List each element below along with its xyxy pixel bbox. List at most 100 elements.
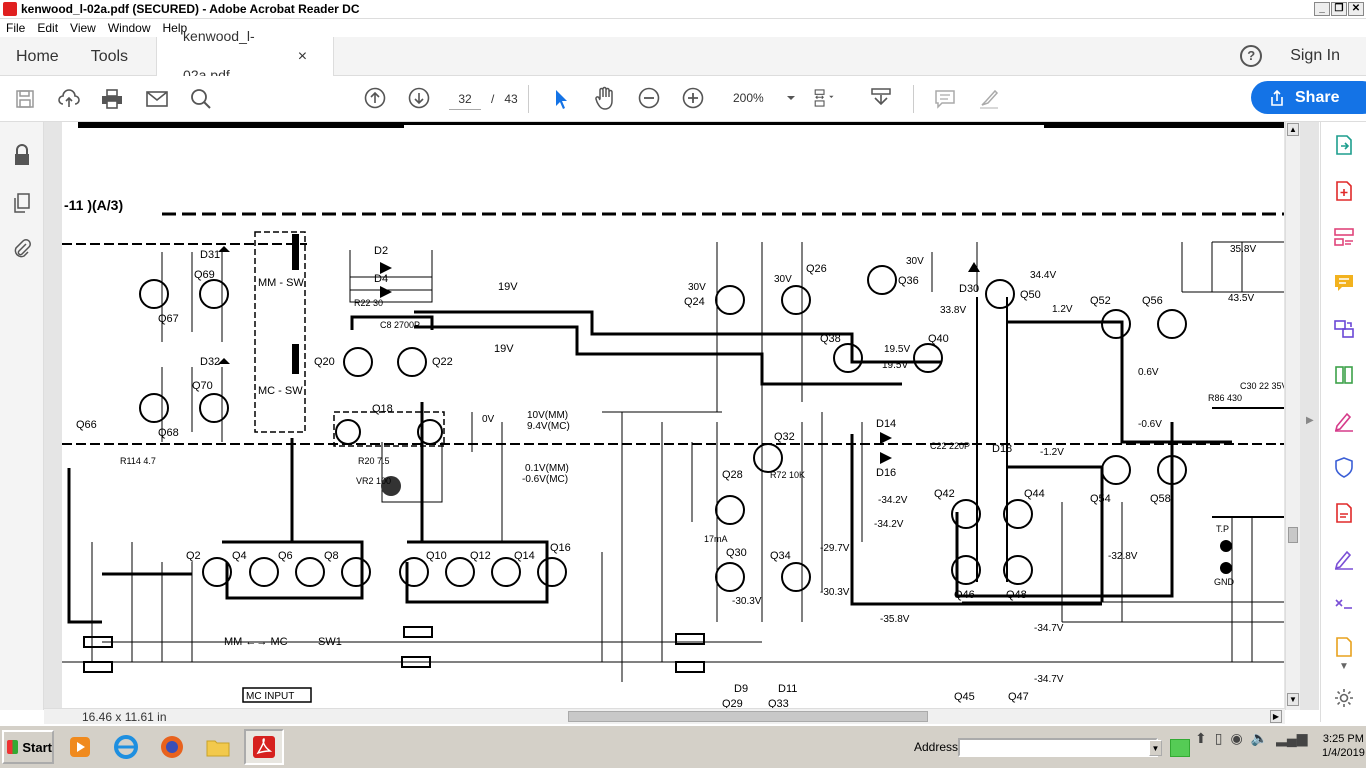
media-player-icon[interactable] xyxy=(60,729,100,765)
tray-expand-icon[interactable]: ⬆ xyxy=(1195,730,1207,746)
internet-explorer-icon[interactable] xyxy=(106,729,146,765)
tab-close-icon[interactable]: × xyxy=(297,47,308,65)
right-tools-panel: ▼ xyxy=(1320,122,1366,722)
share-button[interactable]: Share xyxy=(1251,81,1366,114)
upload-cloud-icon[interactable] xyxy=(58,88,80,110)
help-icon[interactable]: ? xyxy=(1240,45,1263,67)
scroll-up-button[interactable]: ▲ xyxy=(1287,123,1299,136)
usb-icon[interactable]: ▯ xyxy=(1214,730,1223,746)
highlight-pen-icon[interactable] xyxy=(978,87,1000,109)
menu-window[interactable]: Window xyxy=(107,21,151,35)
file-explorer-icon[interactable] xyxy=(198,729,238,765)
page-number-input[interactable] xyxy=(449,88,481,110)
horizontal-scroll-thumb[interactable] xyxy=(568,711,928,722)
vertical-scrollbar[interactable]: ▲ ▼ xyxy=(1285,122,1300,710)
label-neg-34-2v-a: -34.2V xyxy=(878,495,908,506)
close-window-button[interactable]: ✕ xyxy=(1348,2,1364,16)
attachment-icon[interactable] xyxy=(12,237,32,259)
search-icon[interactable] xyxy=(190,88,212,110)
label-q22: Q22 xyxy=(432,356,453,368)
comment-tool-icon[interactable] xyxy=(1333,272,1355,294)
settings-gear-icon[interactable] xyxy=(1333,688,1355,710)
combine-files-icon[interactable] xyxy=(1333,318,1355,340)
network-signal-icon[interactable]: ▂▄▆ xyxy=(1276,730,1308,746)
minimize-button[interactable]: _ xyxy=(1314,2,1330,16)
label-0v: 0V xyxy=(482,414,495,425)
label-q54: Q54 xyxy=(1090,493,1111,505)
scroll-right-button[interactable]: ▶ xyxy=(1270,710,1282,723)
os-taskbar: Start xyxy=(0,725,1366,768)
redact-icon[interactable] xyxy=(1333,594,1355,616)
label-q10: Q10 xyxy=(426,550,447,562)
tab-tools[interactable]: Tools xyxy=(90,47,129,65)
menu-view[interactable]: View xyxy=(70,21,96,35)
address-dropdown-button[interactable]: ▼ xyxy=(1149,740,1162,756)
zoom-in-icon[interactable] xyxy=(682,87,704,109)
menu-edit[interactable]: Edit xyxy=(37,21,59,35)
label-neg-30-3v-b: -30.3V xyxy=(820,587,850,598)
print-icon[interactable] xyxy=(101,88,123,110)
share-icon xyxy=(1271,89,1283,106)
label-q70: Q70 xyxy=(192,380,213,392)
tab-document[interactable]: kenwood_l-02a.pdf... × xyxy=(156,28,335,83)
previous-page-icon[interactable] xyxy=(364,87,386,109)
menu-file[interactable]: File xyxy=(6,21,26,35)
send-for-review-icon[interactable] xyxy=(1333,502,1355,524)
label-neg-34-7v-a: -34.7V xyxy=(1034,623,1064,634)
tab-home[interactable]: Home xyxy=(16,47,59,65)
chevron-down-icon[interactable]: ▼ xyxy=(1339,661,1349,672)
email-icon[interactable] xyxy=(146,88,168,110)
label-mc-input: MC INPUT xyxy=(246,691,294,702)
label-sw1: SW1 xyxy=(318,636,342,648)
save-icon[interactable] xyxy=(14,88,36,110)
safely-remove-icon[interactable]: ◉ xyxy=(1230,730,1243,746)
start-button[interactable]: Start xyxy=(2,730,54,764)
next-page-icon[interactable] xyxy=(408,87,430,109)
label-neg-34-7v-b: -34.7V xyxy=(1034,674,1064,685)
zoom-select[interactable]: 200% xyxy=(733,91,796,105)
label-d4: D4 xyxy=(374,273,388,285)
volume-icon[interactable]: 🔈 xyxy=(1250,730,1269,746)
label-r86: R86 430 xyxy=(1208,393,1242,403)
hand-tool-icon[interactable] xyxy=(594,86,616,110)
label-r114: R114 4.7 xyxy=(120,456,156,466)
firefox-icon[interactable] xyxy=(152,729,192,765)
label-43-5v: 43.5V xyxy=(1228,293,1254,304)
create-pdf-icon[interactable] xyxy=(1333,180,1355,202)
edit-pdf-icon[interactable] xyxy=(1333,226,1355,248)
collapse-right-arrow-icon[interactable]: ▶ xyxy=(1306,415,1314,426)
comment-icon[interactable] xyxy=(934,88,956,110)
horizontal-scrollbar[interactable]: ▶ xyxy=(44,708,1285,724)
label-neg-34-2v-b: -34.2V xyxy=(874,519,904,530)
export-pdf-icon[interactable] xyxy=(1333,134,1355,156)
page-fit-icon[interactable] xyxy=(813,87,835,109)
zoom-out-icon[interactable] xyxy=(638,87,660,109)
go-arrow-icon[interactable] xyxy=(1170,739,1190,757)
restore-button[interactable]: ❐ xyxy=(1331,2,1347,16)
fill-sign-icon[interactable] xyxy=(1333,410,1355,432)
system-clock[interactable]: 3:25 PM 1/4/2019 xyxy=(1322,732,1365,760)
sign-icon[interactable] xyxy=(1333,548,1355,570)
zoom-value: 200% xyxy=(733,91,764,105)
more-tools-icon[interactable] xyxy=(1333,636,1355,658)
lock-icon[interactable] xyxy=(12,144,32,166)
protect-icon[interactable] xyxy=(1333,456,1355,478)
windows-flag-icon xyxy=(7,740,19,754)
label-19v-b: 19V xyxy=(494,343,514,355)
scroll-mode-icon[interactable] xyxy=(870,87,892,109)
vertical-scroll-thumb[interactable] xyxy=(1288,527,1298,543)
scroll-down-button[interactable]: ▼ xyxy=(1287,693,1299,706)
select-cursor-icon[interactable] xyxy=(550,88,572,110)
acrobat-icon xyxy=(3,2,17,16)
organize-pages-icon[interactable] xyxy=(1333,364,1355,386)
menu-bar: File Edit View Window Help xyxy=(0,19,1366,37)
sign-in-button[interactable]: Sign In xyxy=(1290,47,1340,64)
acrobat-taskbar-icon[interactable] xyxy=(244,729,284,765)
label-q69: Q69 xyxy=(194,269,215,281)
label-10v-mm: 10V(MM) xyxy=(527,410,568,421)
document-viewport[interactable]: -11 )(A/3) xyxy=(44,122,1319,710)
menu-help[interactable]: Help xyxy=(162,21,188,35)
pages-icon[interactable] xyxy=(12,192,32,214)
address-input[interactable] xyxy=(958,738,1158,757)
label-q12: Q12 xyxy=(470,550,491,562)
